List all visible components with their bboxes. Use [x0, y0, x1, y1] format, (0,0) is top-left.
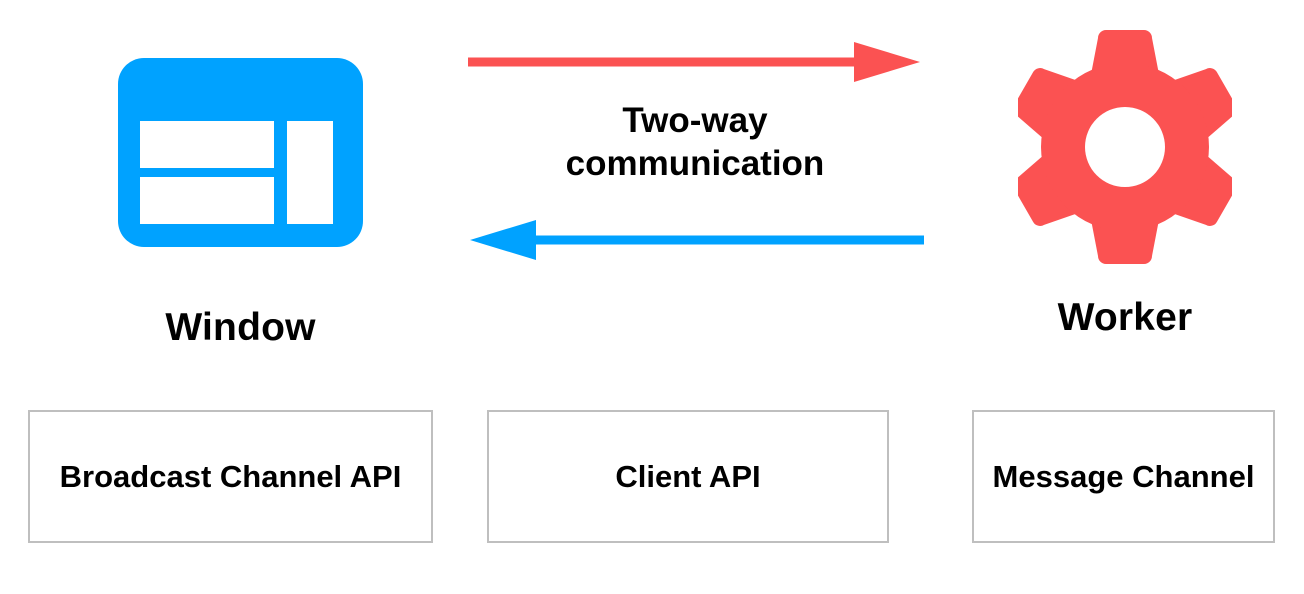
window-pane-top-left	[140, 121, 274, 168]
api-box-line-1: Client API	[615, 458, 761, 494]
arrow-window-to-worker	[468, 42, 920, 82]
api-box-line-2: API	[349, 458, 402, 494]
browser-window-icon	[118, 58, 363, 247]
api-box-label: Message Channel	[993, 458, 1255, 495]
caption-line-1: Two-way	[622, 101, 768, 140]
api-box-label: Broadcast Channel API	[60, 458, 402, 495]
api-box-client-api: Client API	[487, 410, 889, 543]
api-box-label: Client API	[615, 458, 760, 495]
window-pane-bottom-left	[140, 177, 274, 224]
worker-node-label: Worker	[1057, 296, 1193, 339]
caption-line-2: communication	[565, 143, 825, 183]
arrow-worker-to-window	[470, 220, 924, 260]
window-pane-right	[287, 121, 333, 224]
api-box-line-2: Channel	[1132, 458, 1255, 494]
api-box-broadcast-channel-api: Broadcast Channel API	[28, 410, 433, 543]
api-box-line-1: Broadcast Channel	[59, 458, 343, 494]
connection-caption: Two-way communication	[505, 100, 885, 185]
api-box-message-channel: Message Channel	[972, 410, 1275, 543]
api-box-line-1: Message	[992, 458, 1124, 494]
window-node-label: Window	[165, 306, 316, 349]
gear-icon	[1018, 28, 1232, 266]
